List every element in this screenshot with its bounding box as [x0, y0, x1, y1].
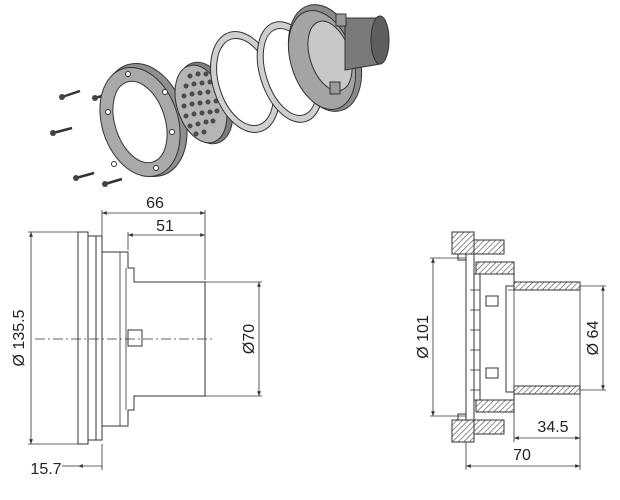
exploded-view — [50, 4, 390, 187]
dim-overall-length: 70 — [513, 447, 531, 464]
dim-overall-depth: 66 — [146, 195, 164, 212]
flange-body-icon — [287, 4, 390, 112]
dim-body-diameter: Ø70 — [241, 324, 258, 354]
side-view: 66 51 Ø 135.5 Ø70 15.7 — [11, 195, 262, 478]
faceplate-ring-icon — [99, 62, 188, 178]
body-outline — [101, 251, 206, 427]
center-stub — [127, 329, 143, 347]
grille-ribs — [470, 289, 480, 391]
dim-flange-diameter: Ø 135.5 — [11, 309, 28, 366]
dim-body-depth: 51 — [156, 218, 174, 235]
dim-inner-diameter: Ø 101 — [415, 315, 432, 359]
dim-flange-thickness: 15.7 — [30, 461, 61, 478]
dim-outlet-length: 34.5 — [537, 419, 568, 436]
gasket-edge — [95, 235, 103, 441]
dim-outlet-diameter: Ø 64 — [585, 321, 602, 356]
section-view: Ø 101 Ø 64 34.5 70 — [415, 231, 606, 470]
flange-plate-rim — [87, 235, 97, 441]
flange-plate — [77, 231, 89, 445]
